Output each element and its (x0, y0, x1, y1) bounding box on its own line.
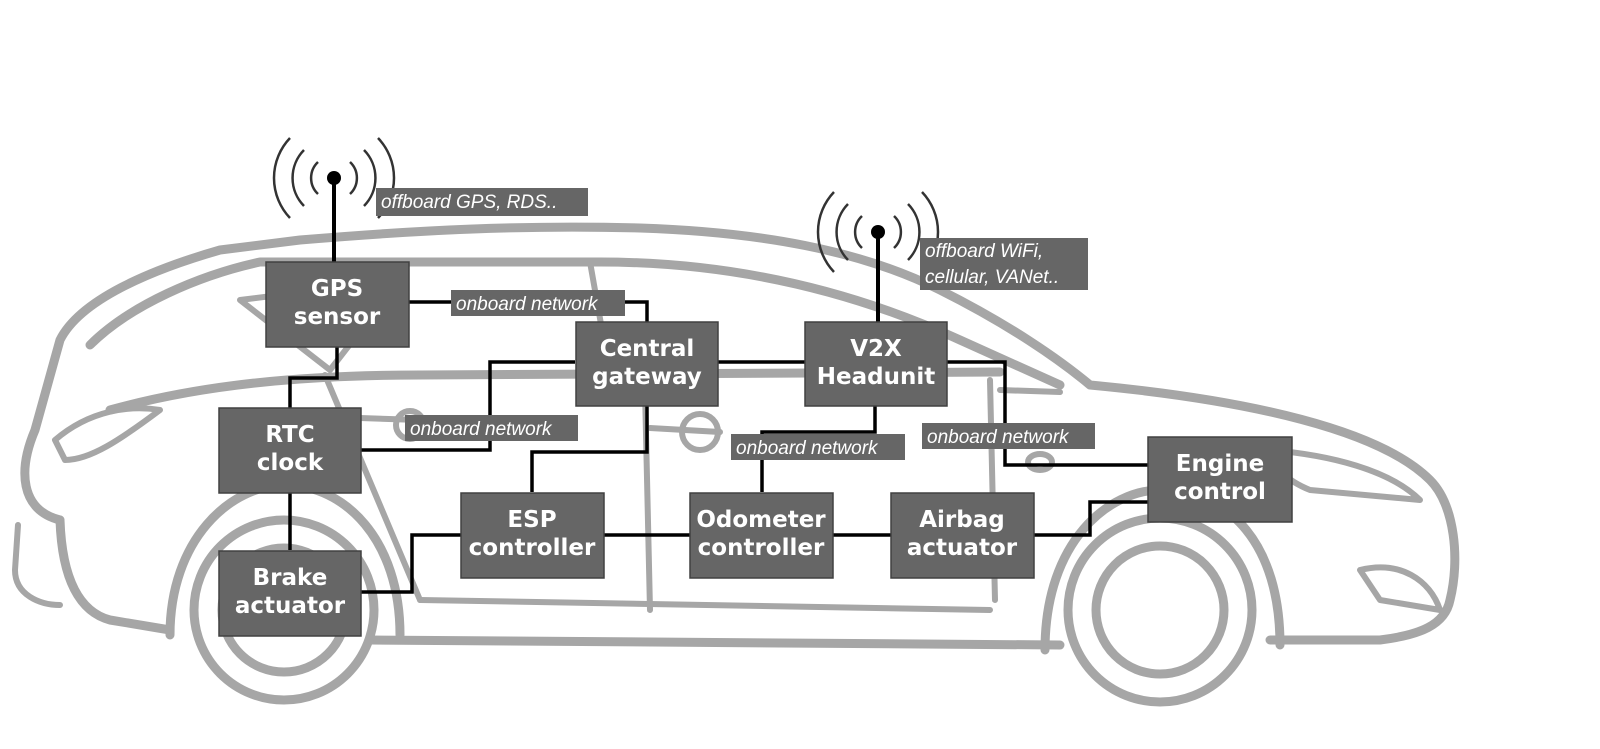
offboard-v2x-line2: cellular, VANet.. (925, 267, 1059, 288)
rtc-clock-label: RTC (265, 422, 314, 448)
odometer-controller-label: controller (698, 535, 825, 561)
offboard-v2x-line1: offboard WiFi, (925, 241, 1043, 262)
brake-actuator-label: Brake (253, 565, 328, 591)
esp-controller-label: ESP (507, 507, 556, 533)
rtc-clock-label: clock (257, 450, 324, 476)
brake-actuator-label: actuator (235, 593, 346, 619)
offboard-gps-label: offboard GPS, RDS.. (376, 188, 588, 216)
onboard-network-label-left: onboard network (405, 415, 578, 441)
airbag-actuator-box: Airbag actuator (890, 492, 1035, 579)
v2x-headunit-label: V2X (850, 336, 902, 362)
engine-control-label: Engine (1176, 451, 1264, 477)
engine-control-box: Engine control (1147, 436, 1293, 523)
rtc-clock-box: RTC clock (218, 407, 362, 494)
offboard-v2x-label: offboard WiFi, cellular, VANet.. (920, 238, 1088, 290)
airbag-actuator-label: actuator (907, 535, 1018, 561)
central-gateway-label: Central (600, 336, 695, 362)
central-gateway-box: Central gateway (575, 321, 719, 407)
onboard-network-label-right: onboard network (922, 423, 1095, 449)
onboard-network-text: onboard network (927, 427, 1070, 448)
odometer-controller-box: Odometer controller (689, 492, 834, 579)
onboard-network-text: onboard network (456, 294, 599, 315)
esp-controller-label: controller (469, 535, 596, 561)
airbag-actuator-label: Airbag (919, 507, 1004, 533)
brake-actuator-box: Brake actuator (218, 550, 362, 637)
onboard-network-text: onboard network (736, 438, 879, 459)
v2x-headunit-box: V2X Headunit (804, 321, 948, 407)
central-gateway-label: gateway (592, 364, 702, 390)
gps-sensor-label: sensor (294, 304, 381, 330)
odometer-controller-label: Odometer (696, 507, 826, 533)
engine-control-label: control (1174, 479, 1266, 505)
gps-sensor-label: GPS (311, 276, 363, 302)
esp-controller-box: ESP controller (460, 492, 605, 579)
onboard-network-label-center: onboard network (731, 434, 905, 460)
gps-sensor-box: GPS sensor (265, 261, 410, 348)
offboard-gps-text: offboard GPS, RDS.. (381, 192, 557, 213)
v2x-headunit-label: Headunit (817, 364, 935, 390)
onboard-network-text: onboard network (410, 419, 553, 440)
onboard-network-label-top: onboard network (451, 290, 625, 316)
